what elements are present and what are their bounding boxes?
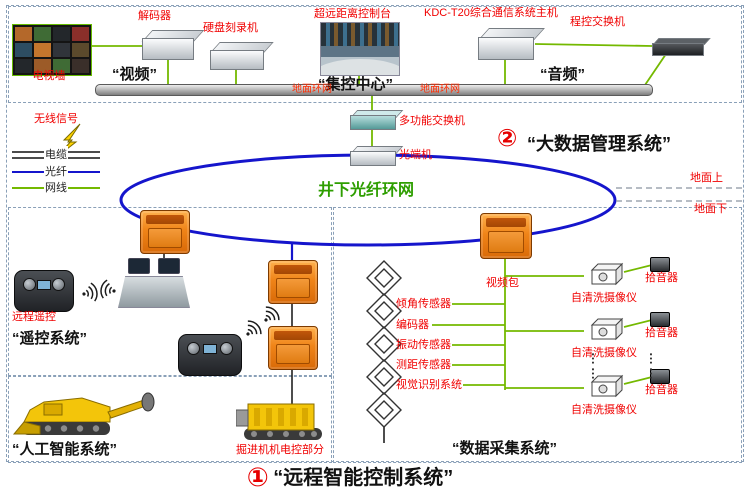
camera-icon bbox=[584, 315, 624, 350]
bus-label-right: 地面环网 bbox=[420, 84, 460, 95]
sensor-label-tilt: 倾角传感器 bbox=[396, 298, 451, 310]
optical-terminal-device bbox=[350, 146, 404, 166]
network-cables bbox=[86, 43, 667, 390]
bigdata-number: ② bbox=[497, 125, 518, 152]
ai-system-label: “人工智能系统” bbox=[12, 441, 118, 458]
ground-lines bbox=[616, 187, 742, 202]
flameproof-box-remote-mid bbox=[268, 260, 318, 304]
pbx-device bbox=[652, 38, 711, 56]
comm-host-label: KDC-T20综合通信系统主机 bbox=[424, 7, 558, 19]
legend-cable-label: 电缆 bbox=[44, 146, 68, 162]
ground-below-label: 地面下 bbox=[694, 203, 727, 215]
daq-system-box bbox=[333, 207, 742, 463]
remote-controller-1 bbox=[14, 270, 74, 312]
camera-icon bbox=[584, 372, 624, 407]
camera-label: 自清洗摄像仪 bbox=[571, 404, 637, 416]
wifi-icon bbox=[82, 282, 98, 302]
pickup-label: 拾音器 bbox=[645, 272, 678, 284]
sensor-label-vision: 视觉识别系统 bbox=[396, 379, 462, 391]
surface-ring-bus bbox=[95, 84, 653, 96]
flameproof-box-remote-bottom bbox=[268, 326, 318, 370]
roadheader-image bbox=[10, 380, 158, 442]
remote-system-label: “遥控系统” bbox=[12, 330, 88, 347]
title-text: “远程智能控制系统” bbox=[273, 467, 454, 489]
multifunction-switch-device bbox=[350, 110, 404, 130]
decoder-device bbox=[142, 30, 205, 60]
diagram-title: ① “远程智能控制系统” bbox=[0, 461, 700, 493]
wireless-label: 无线信号 bbox=[34, 113, 78, 125]
daq-system-label: “数据采集系统” bbox=[452, 440, 558, 457]
sensor-label-vibration: 振动传感器 bbox=[396, 339, 451, 351]
control-room-photo bbox=[320, 22, 400, 76]
wifi-icon bbox=[264, 306, 280, 322]
recorder-label: 硬盘刻录机 bbox=[203, 22, 258, 34]
sensor-label-encoder: 编码器 bbox=[396, 319, 429, 331]
multifunction-switch-label: 多功能交换机 bbox=[399, 115, 465, 127]
audio-group-label: “音频” bbox=[540, 66, 586, 83]
flameproof-box-remote-top bbox=[140, 210, 190, 254]
sensor-label-ranging: 测距传感器 bbox=[396, 359, 451, 371]
optical-terminal-label: 光端机 bbox=[399, 149, 432, 161]
ellipsis-dots: …… bbox=[589, 352, 604, 382]
camera-label: 自清洗摄像仪 bbox=[571, 292, 637, 304]
tv-wall-image bbox=[12, 24, 92, 76]
console-monitor bbox=[158, 258, 180, 274]
pickup-icon bbox=[650, 369, 670, 384]
ai-system-box bbox=[8, 376, 332, 463]
surface-section-box bbox=[8, 6, 742, 103]
outer-boundary-box bbox=[6, 5, 744, 462]
console-label: 超远距离控制台 bbox=[314, 8, 391, 20]
machine-electric-part-image bbox=[235, 398, 330, 446]
remote-controller-2 bbox=[178, 334, 242, 376]
machine-part-label: 掘进机机电控部分 bbox=[236, 444, 324, 456]
wifi-icon bbox=[246, 320, 262, 336]
camera-label: 自清洗摄像仪 bbox=[571, 347, 637, 359]
wifi-icon bbox=[100, 279, 116, 299]
pickup-label: 拾音器 bbox=[645, 327, 678, 339]
ellipsis-dots: …… bbox=[647, 352, 662, 382]
pickup-label: 拾音器 bbox=[645, 384, 678, 396]
video-pack-label: 视频包 bbox=[486, 277, 519, 289]
camera-icon bbox=[584, 260, 624, 295]
video-group-label: “视频” bbox=[112, 66, 158, 83]
bus-label-left: 地面环网 bbox=[292, 84, 332, 95]
control-center-label: “集控中心” bbox=[318, 76, 394, 93]
fiber-ring-label: 井下光纤环网 bbox=[318, 182, 415, 199]
comm-host-device bbox=[478, 28, 545, 60]
fiber-ring bbox=[119, 153, 617, 260]
pbx-label: 程控交换机 bbox=[570, 16, 625, 28]
flameproof-box-daq bbox=[480, 213, 532, 259]
remote-control-label: 远程遥控 bbox=[12, 311, 56, 323]
legend-lan-label: 网线 bbox=[44, 179, 68, 195]
console-desk bbox=[118, 276, 190, 308]
legend-fiber-label: 光纤 bbox=[44, 163, 68, 179]
remote-system-box bbox=[8, 207, 332, 376]
console-monitor bbox=[128, 258, 150, 274]
title-number: ① bbox=[246, 462, 269, 492]
fiber-ring-ellipse bbox=[119, 153, 617, 247]
decoder-label: 解码器 bbox=[138, 10, 171, 22]
bigdata-title: “大数据管理系统” bbox=[527, 134, 671, 154]
ground-above-label: 地面上 bbox=[690, 172, 723, 184]
operator-console bbox=[118, 256, 190, 308]
pickup-icon bbox=[650, 257, 670, 272]
tv-wall-label: 电视墙 bbox=[32, 70, 66, 82]
linkage-chain bbox=[366, 260, 402, 428]
pickup-icon bbox=[650, 312, 670, 327]
recorder-device bbox=[210, 42, 274, 70]
